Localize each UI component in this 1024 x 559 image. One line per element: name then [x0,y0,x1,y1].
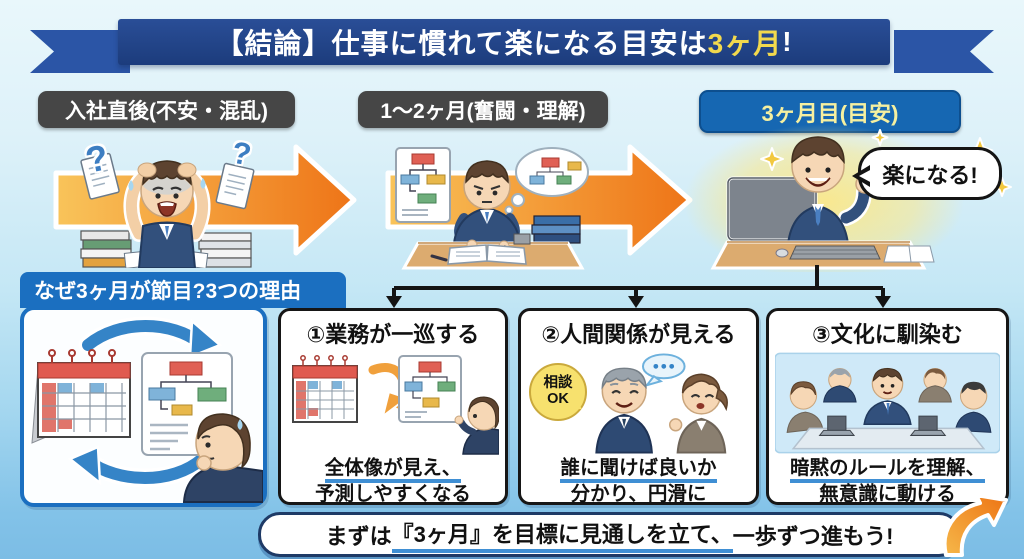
speech-bubble: 楽になる! [852,147,1002,200]
caption-underlined: 全体像が見え、 [324,457,462,483]
ribbon-tail-left [30,30,130,73]
stage-label-immediately-after-joining: 入社直後(不安・混乱) [38,91,295,128]
footer-call-to-action: まずは『3ヶ月』を目標に見通しを立て、一歩ずつ進もう! [258,512,961,557]
reason-1-caption: 全体像が見え、 予測しやすくなる [281,456,505,507]
consult-bubble-line2: OK [547,391,569,407]
footer-pre: まずは [325,523,392,549]
caption-line2: 無意識に動ける [819,482,956,505]
caption-underlined: 誰に聞けば良いか [560,457,717,483]
consult-bubble-line1: 相談 [543,375,573,392]
business-cycle-illustration [292,355,501,455]
banner-highlight: 3ヶ月 [707,28,783,59]
studying-worker-illustration [395,147,589,270]
speech-bubble-text: 楽になる! [882,162,978,188]
caption-line2: 予測しやすくなる [315,482,471,505]
reason-box-2: ②人間関係が見える 相談 OK [518,308,759,505]
caption-line2: 分かり、円滑に [570,482,707,505]
footer-underlined: 『3ヶ月』を目標に見通しを立て、 [391,517,733,553]
banner-text: 【結論】仕事に慣れて楽になる目安は [215,28,708,59]
reason-3-title: ③文化に馴染む [812,322,963,347]
reason-3-art [774,351,1001,455]
reason-box-1: ①業務が一巡する [278,308,508,505]
stage-label-text: 1〜2ヶ月(奮闘・理解) [380,99,586,123]
connector-arrows [386,265,891,308]
consult-ok-bubble: 相談 OK [529,363,587,421]
office-meeting-illustration [774,352,1001,454]
reason-1-art [287,351,501,455]
stage-label-text: 3ヶ月目(目安) [761,100,899,126]
stage-label-1-2-months: 1〜2ヶ月(奮闘・理解) [358,91,608,128]
reason-3-caption: 暗黙のルールを理解、 無意識に動ける [769,456,1006,507]
reason-2-title: ②人間関係が見える [541,322,736,347]
banner-suffix: ! [782,26,793,57]
reasons-header: なぜ3ヶ月が節目?3つの理由 [20,272,346,308]
work-cycle-illustration [31,316,264,503]
cycle-illustration-box [20,306,267,507]
reason-1-title: ①業務が一巡する [306,322,480,347]
reason-2-caption: 誰に聞けば良いか 分かり、円滑に [521,456,756,507]
upward-arrow-icon [942,495,1008,557]
reasons-header-text: なぜ3ヶ月が節目?3つの理由 [34,280,302,303]
caption-underlined: 暗黙のルールを理解、 [789,457,985,483]
confused-worker-illustration [80,152,255,268]
stage-label-text: 入社直後(不安・混乱) [65,99,268,123]
ribbon-tail-right [894,30,994,73]
reason-box-3: ③文化に馴染む [766,308,1009,505]
colleagues-talking-illustration [595,353,728,454]
footer-post: 一歩ずつ進もう! [732,523,894,549]
reason-2-art: 相談 OK [527,351,750,455]
